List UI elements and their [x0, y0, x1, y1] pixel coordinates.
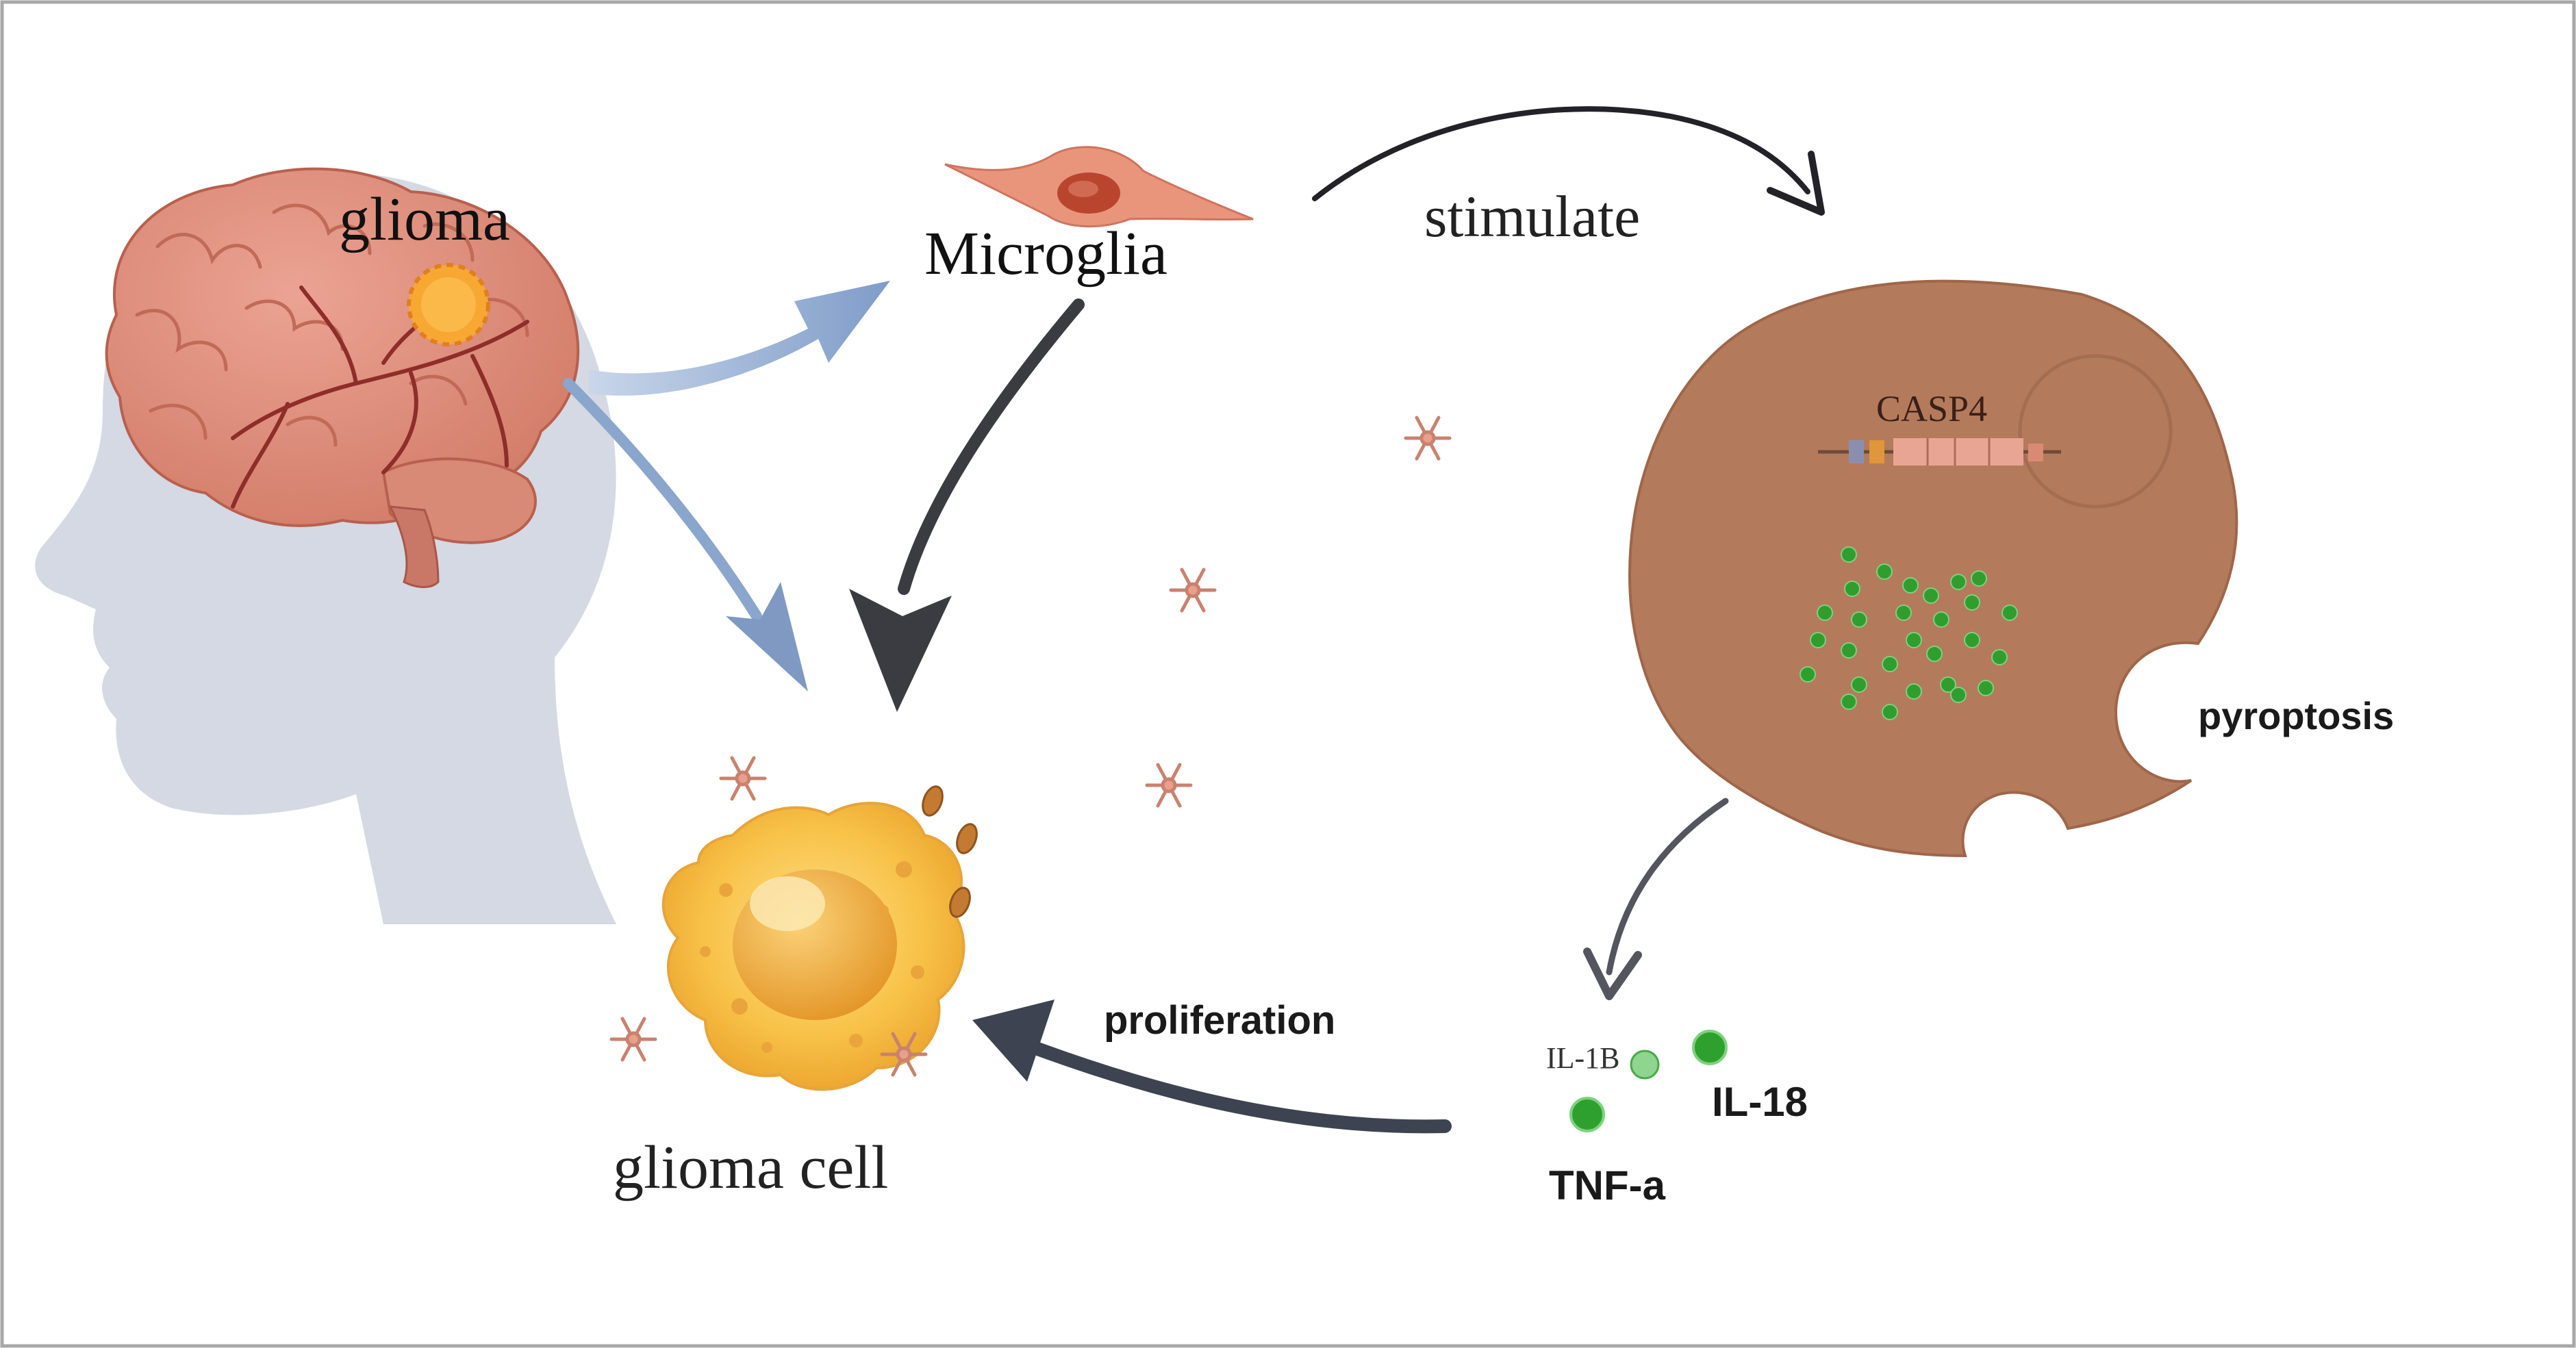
casp4-gene-bar	[1818, 438, 2061, 466]
tnfa-label: TNF-a	[1549, 1162, 1666, 1208]
arrow-pyroptosis-to-cytokines	[1583, 798, 1729, 1000]
glioma-cell	[661, 802, 965, 1091]
star-cell	[1404, 416, 1452, 461]
il18-dot	[1692, 1030, 1728, 1065]
glioma-label: glioma	[339, 186, 510, 253]
glioma-cell-label: glioma cell	[613, 1134, 888, 1201]
cytokine-dots	[1569, 1030, 1728, 1132]
microglia-label: Microglia	[924, 220, 1167, 288]
pyroptotic-microglia-cell	[1628, 279, 2238, 858]
il1b-label: IL-1B	[1546, 1041, 1620, 1075]
arrow-stimulate	[1312, 106, 1825, 216]
proliferation-label: proliferation	[1104, 998, 1335, 1043]
cytokine-granules	[1800, 546, 2018, 720]
star-cell	[1169, 568, 1217, 613]
il1b-dot	[1630, 1050, 1660, 1080]
star-cell-icons	[609, 416, 1452, 1077]
il18-label: IL-18	[1712, 1079, 1808, 1125]
star-cell	[880, 1032, 928, 1077]
arrow-microglia-to-glioma-cell	[849, 298, 1085, 712]
star-cell	[1145, 763, 1193, 808]
secreted-vesicles	[922, 785, 978, 918]
arrow-brain-to-glioma-cell	[563, 378, 808, 691]
glioma-tumor-spot	[407, 263, 490, 346]
microglia-cell-icon	[944, 146, 1254, 228]
pyroptosis-label: pyroptosis	[2198, 694, 2394, 737]
arrow-proliferation	[972, 1000, 1452, 1134]
tnfa-dot	[1569, 1097, 1605, 1132]
casp4-label: CASP4	[1876, 388, 1987, 429]
star-cell	[719, 756, 767, 801]
star-cell	[609, 1017, 657, 1062]
arrow-brain-to-microglia	[589, 281, 890, 396]
brain	[105, 167, 580, 588]
stimulate-label: stimulate	[1424, 183, 1640, 249]
